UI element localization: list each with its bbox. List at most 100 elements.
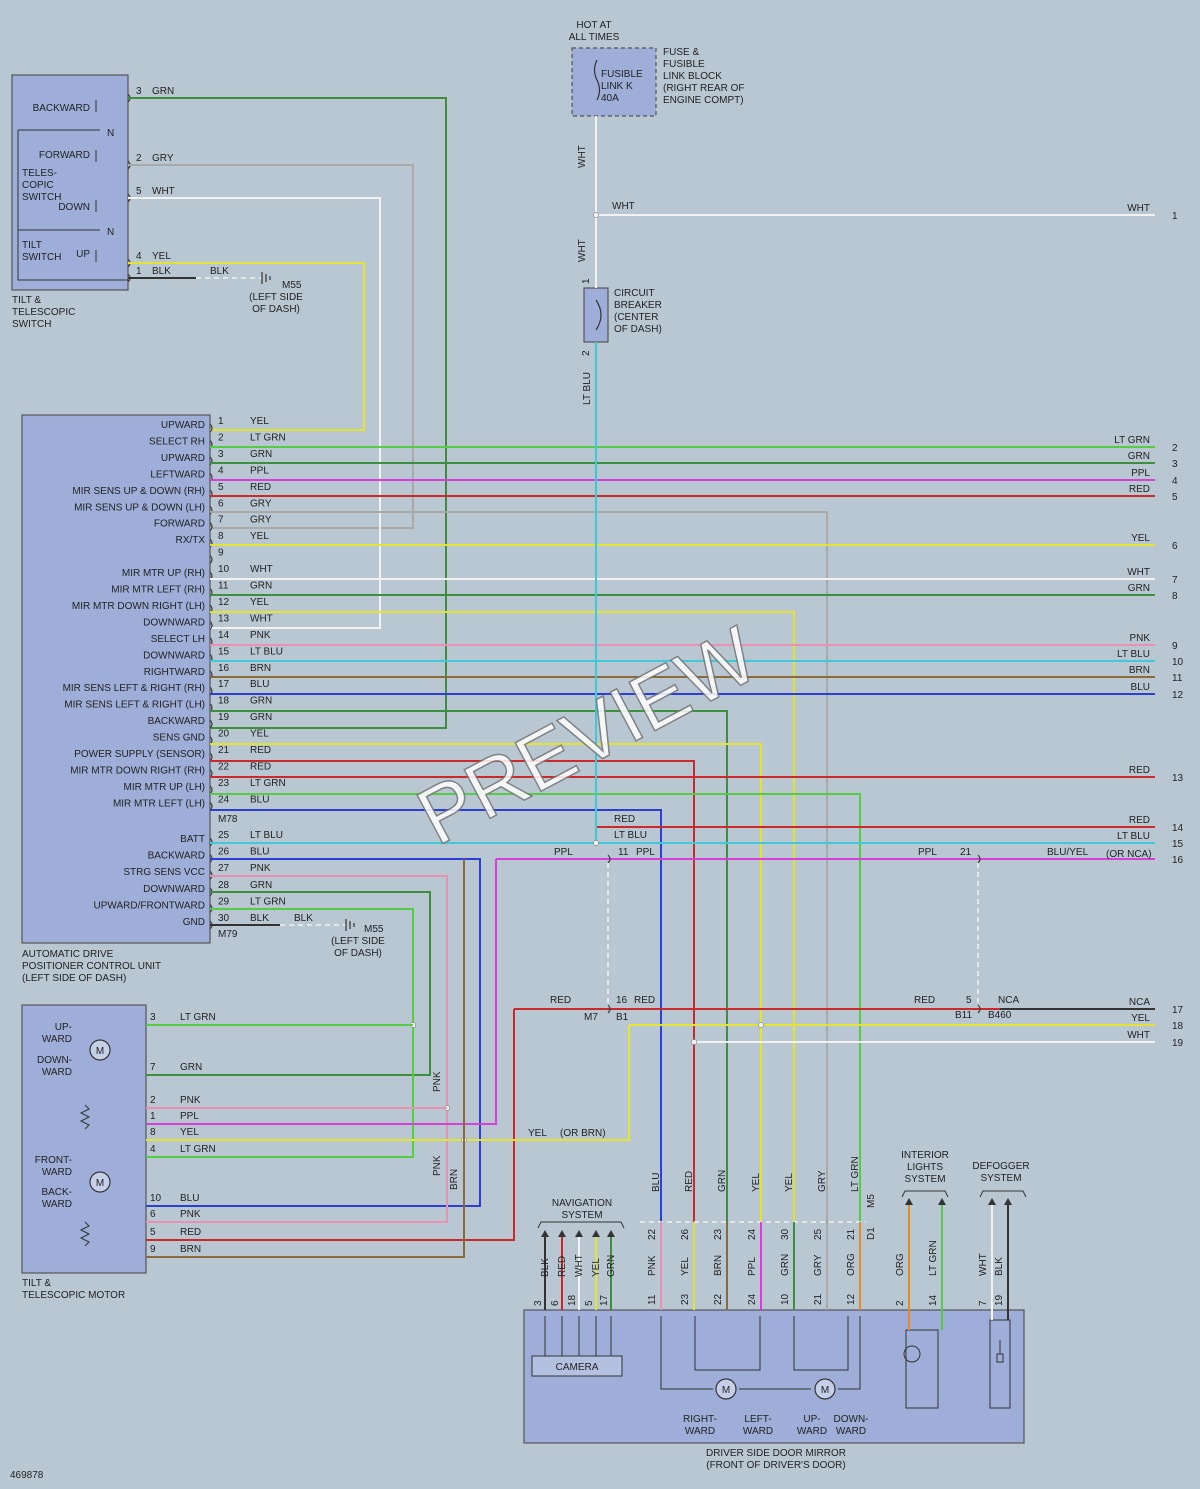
wire-color-label: BLK: [994, 1257, 1005, 1276]
pin-label: 1: [218, 416, 224, 427]
wire-color-label: PNK: [250, 863, 271, 874]
pin-label: 25: [218, 830, 230, 841]
cu-pin-function: MIR MTR UP (LH): [124, 782, 205, 793]
ground-icon: [345, 919, 355, 931]
pin-label: 9: [218, 548, 224, 559]
motor-dir-label: WARD: [42, 1167, 72, 1178]
cu-pin-function: SENS GND: [153, 733, 205, 744]
wire-color-label: BLU: [1131, 682, 1150, 693]
pin-label: 19: [218, 712, 230, 723]
pin-label: 6: [218, 498, 224, 509]
connector-bracket: [209, 719, 213, 729]
wire-color-label: GRN: [250, 581, 272, 592]
wire-color-label: PNK: [180, 1209, 201, 1220]
pin-label: 6: [150, 1209, 156, 1220]
interior-lights-label: LIGHTS: [907, 1162, 943, 1173]
splice-dot: [593, 840, 599, 846]
wire-color-label: BRN: [1129, 665, 1150, 676]
wire-color-label: WHT: [250, 564, 273, 575]
wire-color-label: GRN: [250, 880, 272, 891]
wire-color-label: WHT: [577, 145, 588, 168]
switch-label: SWITCH: [22, 192, 61, 203]
wire-color-label: NCA: [1129, 997, 1150, 1008]
reference-number: 14: [1172, 823, 1184, 834]
cu-pin-function: SELECT LH: [151, 634, 205, 645]
connector-label: B460: [988, 1010, 1012, 1021]
pin-label: 23: [713, 1228, 724, 1240]
cu-pin-function: DOWNWARD: [143, 617, 205, 628]
mirror-dir-label: LEFT-: [744, 1414, 771, 1425]
wire-color-label: BRN: [250, 663, 271, 674]
interior-lights-label: SYSTEM: [904, 1174, 945, 1185]
cu-pin-function: MIR MTR DOWN RIGHT (RH): [70, 765, 205, 776]
nav-arrow-icon: [575, 1230, 583, 1237]
connector-label: D1: [866, 1227, 877, 1240]
fuse-inner-label: LINK K: [601, 81, 633, 92]
defogger-heater-icon: [996, 1340, 1004, 1363]
tilt-motor-box: [21, 1004, 147, 1274]
wire-color-label: LT GRN: [250, 432, 286, 443]
pin-label: 10: [218, 564, 230, 575]
wire-color-label: ORG: [895, 1253, 906, 1276]
wire-color-label: BLU: [250, 794, 269, 805]
pin-label: 2: [581, 350, 592, 356]
wire-color-label: PNK: [250, 630, 271, 641]
pin-label: 2: [895, 1300, 906, 1306]
wire-color-label: BLK: [540, 1258, 551, 1277]
wire-color-label: BLU: [250, 847, 269, 858]
mirror-internal: [660, 1316, 713, 1390]
mirror-dir-label: RIGHT-: [683, 1414, 717, 1425]
control-unit-name: AUTOMATIC DRIVE: [22, 949, 114, 960]
reference-number: 5: [1172, 492, 1178, 503]
pin-label: 21: [218, 745, 230, 756]
cu-pin-function: POWER SUPPLY (SENSOR): [74, 749, 205, 760]
ground-label: M55: [364, 924, 384, 935]
mirror-internal: [793, 1316, 849, 1371]
tilt-wire-gry: [128, 164, 414, 529]
wire-cu21: [210, 760, 695, 1222]
switch-label: N: [107, 128, 114, 139]
tilt-switch-name: TELESCOPIC: [12, 307, 75, 318]
wire-color-label: GRY: [250, 498, 272, 509]
wire-color-label: GRN: [152, 86, 174, 97]
connector-bracket: [209, 555, 213, 565]
wire-cu27: [146, 875, 448, 1223]
pin-label: 14: [218, 630, 230, 641]
nav-arrow-icon: [592, 1230, 600, 1237]
wire-cu20: [210, 743, 762, 1222]
wire-color-label: RED: [684, 1171, 695, 1192]
nav-arrow-icon: [558, 1230, 566, 1237]
wire-color-label: LT GRN: [180, 1012, 216, 1023]
pin-label: 7: [150, 1062, 156, 1073]
wire-color-label: GRY: [817, 1170, 828, 1192]
fuse-block-label: (RIGHT REAR OF: [663, 83, 744, 94]
pin-label: 10: [150, 1193, 162, 1204]
wire-color-label: YEL: [528, 1128, 547, 1139]
wire-color-label: BRN: [713, 1255, 724, 1276]
switch-label: DOWN: [58, 202, 90, 213]
tilt-switch-name: SWITCH: [12, 319, 51, 330]
wire-color-label: GRY: [813, 1254, 824, 1276]
connector-bracket: [607, 1004, 611, 1014]
cu-pin-function: UPWARD: [161, 453, 205, 464]
reference-number: 18: [1172, 1021, 1184, 1032]
mirror-dir-label: WARD: [797, 1426, 827, 1437]
defogger-label: SYSTEM: [980, 1173, 1021, 1184]
wire-color-label: BRN: [180, 1244, 201, 1255]
control-unit-name: POSITIONER CONTROL UNIT: [22, 961, 161, 972]
wire-color-label: BLU: [180, 1193, 199, 1204]
reference-number: 16: [1172, 855, 1184, 866]
wire-cu4-motor: [146, 859, 497, 1125]
connector-bracket: [209, 423, 213, 433]
pin-label: 8: [150, 1127, 156, 1138]
motor-label: M: [722, 1385, 730, 1396]
wire-color-label: YEL: [1131, 533, 1150, 544]
connector-bracket: [977, 854, 981, 864]
wire-color-label: BLK: [294, 913, 313, 924]
navigation-label: NAVIGATION: [552, 1198, 612, 1209]
pin-label: 13: [218, 613, 230, 624]
reference-number: 12: [1172, 690, 1184, 701]
pin-label: 3: [150, 1012, 156, 1023]
splice-dot: [691, 1039, 697, 1045]
tilt-wire-yel: [128, 262, 365, 431]
